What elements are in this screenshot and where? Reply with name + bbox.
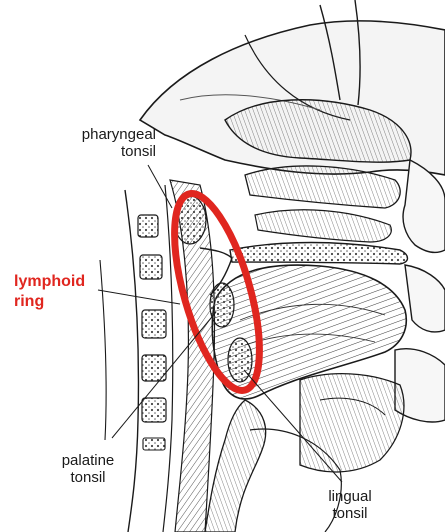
lingual-tonsil-label-line1: lingual	[318, 488, 382, 505]
lingual-tonsil-label: lingual tonsil	[318, 488, 382, 522]
palatine-tonsil-tissue	[210, 283, 234, 327]
pharyngeal-tonsil-leader	[148, 165, 172, 208]
lymphoid-ring-label: lymphoid ring	[14, 272, 85, 312]
lymphoid-ring-leader	[98, 290, 180, 304]
palatine-tonsil-label: palatine tonsil	[50, 452, 126, 486]
pharyngeal-tonsil-label-line2: tonsil	[38, 143, 156, 160]
lingual-tonsil-label-line2: tonsil	[318, 505, 382, 522]
lymphoid-ring-label-line1: lymphoid	[14, 272, 85, 292]
lymphoid-ring-label-line2: ring	[14, 292, 85, 312]
pharyngeal-tonsil-label: pharyngeal tonsil	[38, 126, 156, 160]
palatine-tonsil-label-line2: tonsil	[50, 469, 126, 486]
pharyngeal-tonsil-label-line1: pharyngeal	[38, 126, 156, 143]
palatine-tonsil-label-line1: palatine	[50, 452, 126, 469]
